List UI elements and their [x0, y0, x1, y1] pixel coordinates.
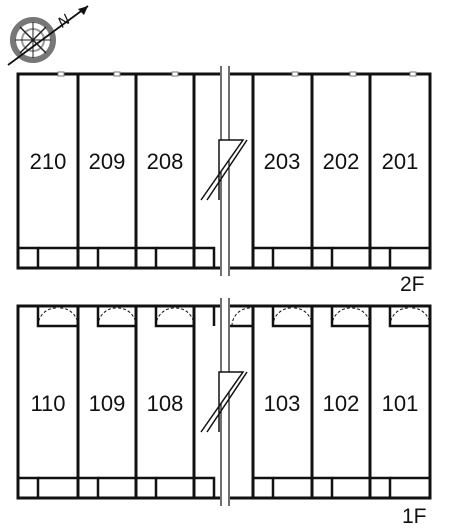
unit-110: 110	[30, 391, 65, 416]
compass: N	[7, 5, 89, 66]
unit-101: 101	[382, 391, 419, 416]
floor-2f-windows	[57, 71, 417, 77]
unit-202: 202	[323, 149, 360, 174]
unit-108: 108	[147, 391, 184, 416]
floor-2f-break-line	[200, 66, 248, 276]
unit-210: 210	[30, 149, 67, 174]
unit-208: 208	[147, 149, 184, 174]
unit-103: 103	[264, 391, 301, 416]
unit-209: 209	[89, 149, 126, 174]
floor-1f-units: 110 109 108 103 102 101	[30, 391, 418, 416]
unit-109: 109	[89, 391, 126, 416]
floor-2f-balconies	[18, 246, 430, 268]
floor-1f-break-line	[200, 298, 248, 506]
floor-1f-outline	[16, 304, 432, 500]
unit-102: 102	[323, 391, 360, 416]
floor-1f-walls	[76, 306, 372, 498]
compass-rose-icon	[7, 5, 89, 66]
floor-1f-balconies	[18, 476, 430, 498]
floor-2f-label: 2F	[400, 273, 425, 296]
floor-2f: 210 209 208 203 202 201 2F	[16, 66, 432, 296]
floor-2f-units: 210 209 208 203 202 201	[30, 149, 419, 174]
unit-201: 201	[382, 149, 419, 174]
floor-2f-walls	[76, 74, 372, 268]
floor-1f-label: 1F	[402, 505, 427, 528]
unit-203: 203	[264, 149, 301, 174]
floor-1f-door-swings	[37, 307, 431, 327]
floor-1f: 110 109 108 103 102 101 1F	[16, 298, 432, 528]
